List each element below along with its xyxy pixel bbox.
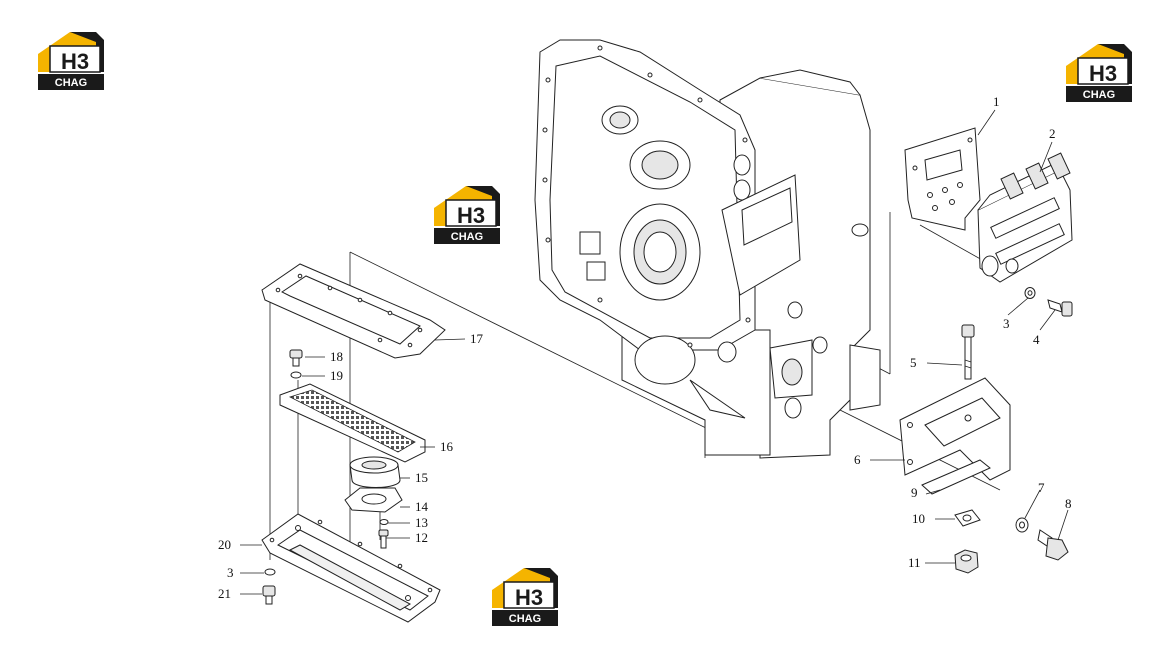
callout-numbers: 1 2 3 4 5 6 7 8 9 10 11 12 13 14 15 16 1…: [218, 94, 1072, 601]
part-6-mounting-bracket: [899, 377, 1011, 481]
part-1-gasket-plate: [904, 127, 981, 231]
part-18-bolt: [289, 349, 303, 367]
callout-8: 8: [1065, 496, 1072, 511]
part-17-pan-gasket: [261, 263, 446, 359]
callout-1: 1: [993, 94, 1000, 109]
callout-15: 15: [415, 470, 428, 485]
callout-5: 5: [910, 355, 917, 370]
part-14-flange-gasket: [344, 487, 403, 513]
callout-14: 14: [415, 499, 429, 514]
callout-17: 17: [470, 331, 484, 346]
callout-6: 6: [854, 452, 861, 467]
part-21-drain-plug: [262, 585, 276, 605]
callout-19: 19: [330, 368, 343, 383]
callout-20: 20: [218, 537, 231, 552]
part-16-strainer-screen: [279, 383, 426, 463]
callout-3-lower: 3: [227, 565, 234, 580]
callout-21: 21: [218, 586, 231, 601]
callout-9: 9: [911, 485, 918, 500]
part-13-washer: [379, 519, 389, 525]
logo-main-text: H3: [1089, 61, 1117, 86]
callout-3: 3: [1003, 316, 1010, 331]
logo-main-text: H3: [457, 203, 485, 228]
callout-18: 18: [330, 349, 343, 364]
part-3-washer-lower: [264, 568, 276, 576]
part-11-nut: [954, 549, 979, 574]
brand-logo-top-right: H3 CHAG: [1065, 43, 1133, 103]
logo-main-text: H3: [515, 585, 543, 610]
part-20-oil-pan: [261, 513, 441, 623]
part-4-bolt: [1047, 299, 1073, 317]
logo-sub-text: CHAG: [1083, 89, 1115, 101]
callout-13: 13: [415, 515, 428, 530]
part-9-clamp-strip: [921, 459, 991, 495]
part-7-washer: [1015, 517, 1029, 533]
transmission-housing: [534, 39, 881, 459]
callout-leaders: [240, 109, 1069, 595]
brand-logo-top-left: H3 CHAG: [37, 31, 105, 91]
logo-sub-text: CHAG: [55, 77, 87, 89]
part-5-bolt: [961, 324, 975, 380]
callout-12: 12: [415, 530, 428, 545]
part-3-washer: [1024, 287, 1036, 299]
part-19-washer: [290, 371, 302, 379]
part-15-filter-housing: [349, 456, 401, 488]
part-2-solenoid-valve-block: [977, 152, 1073, 283]
part-10-washer: [954, 509, 981, 527]
callout-4: 4: [1033, 332, 1040, 347]
callout-7: 7: [1038, 480, 1045, 495]
part-12-bolt: [378, 529, 389, 549]
callout-16: 16: [440, 439, 454, 454]
callout-11: 11: [908, 555, 921, 570]
callout-10: 10: [912, 511, 925, 526]
logo-main-text: H3: [61, 49, 89, 74]
brand-logo-center: H3 CHAG: [433, 185, 501, 245]
logo-sub-text: CHAG: [509, 613, 541, 625]
part-8-bolt: [1037, 529, 1069, 561]
callout-2: 2: [1049, 126, 1056, 141]
flange-bolt-holes: [542, 45, 751, 348]
brand-logo-bottom: H3 CHAG: [491, 567, 559, 627]
logo-sub-text: CHAG: [451, 231, 483, 243]
